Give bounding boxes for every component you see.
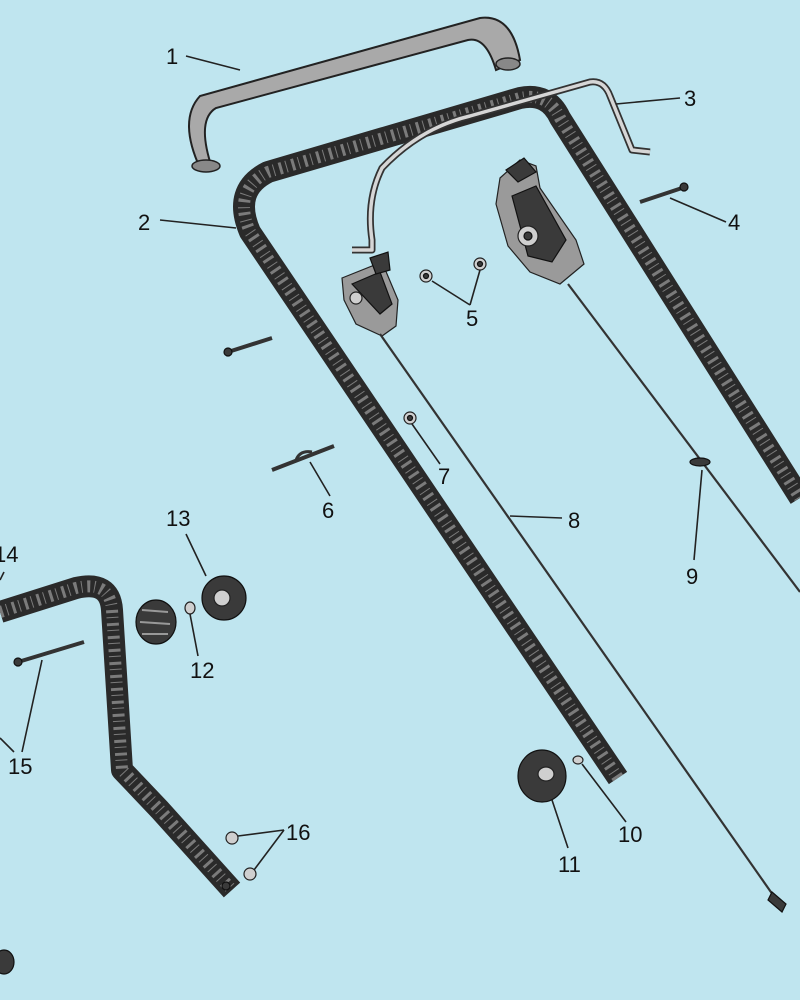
upper-handle-frame <box>233 86 800 785</box>
bolt <box>223 336 273 357</box>
callout-6: 6 <box>322 498 334 523</box>
callout-labels: 1 2 3 4 5 6 7 8 9 10 11 12 13 14 15 16 <box>0 44 740 877</box>
nuts <box>225 831 257 881</box>
callout-12: 12 <box>190 658 214 683</box>
callout-10: 10 <box>618 822 642 847</box>
callout-3: 3 <box>684 86 696 111</box>
nuts <box>419 257 487 283</box>
nut <box>403 411 417 425</box>
control-lever-left <box>341 251 399 337</box>
callout-2: 2 <box>138 210 150 235</box>
callout-16: 16 <box>286 820 310 845</box>
throttle-cable <box>567 283 800 593</box>
callout-14: 14 <box>0 542 18 567</box>
washer <box>184 601 196 615</box>
callout-9: 9 <box>686 564 698 589</box>
callout-15: 15 <box>8 754 32 779</box>
callout-4: 4 <box>728 210 740 235</box>
top-handle-grip <box>188 16 522 173</box>
bolt <box>639 182 689 204</box>
cable-tie <box>689 457 711 467</box>
handle-knob <box>517 749 567 803</box>
leader-lines <box>0 55 727 871</box>
bolt <box>13 640 85 667</box>
control-lever-right <box>495 157 585 285</box>
callout-8: 8 <box>568 508 580 533</box>
control-bail-bar <box>352 78 651 254</box>
washer <box>572 755 584 765</box>
control-cable <box>379 333 787 913</box>
lower-handle <box>0 575 241 898</box>
callout-11: 11 <box>558 852 581 877</box>
handle-knob <box>135 599 177 645</box>
handle-knob <box>201 575 247 621</box>
cable-clip <box>271 444 335 472</box>
callout-7: 7 <box>438 464 450 489</box>
handle-knob <box>0 949 15 975</box>
callout-1: 1 <box>166 44 178 69</box>
callout-5: 5 <box>466 306 478 331</box>
callout-13: 13 <box>166 506 190 531</box>
